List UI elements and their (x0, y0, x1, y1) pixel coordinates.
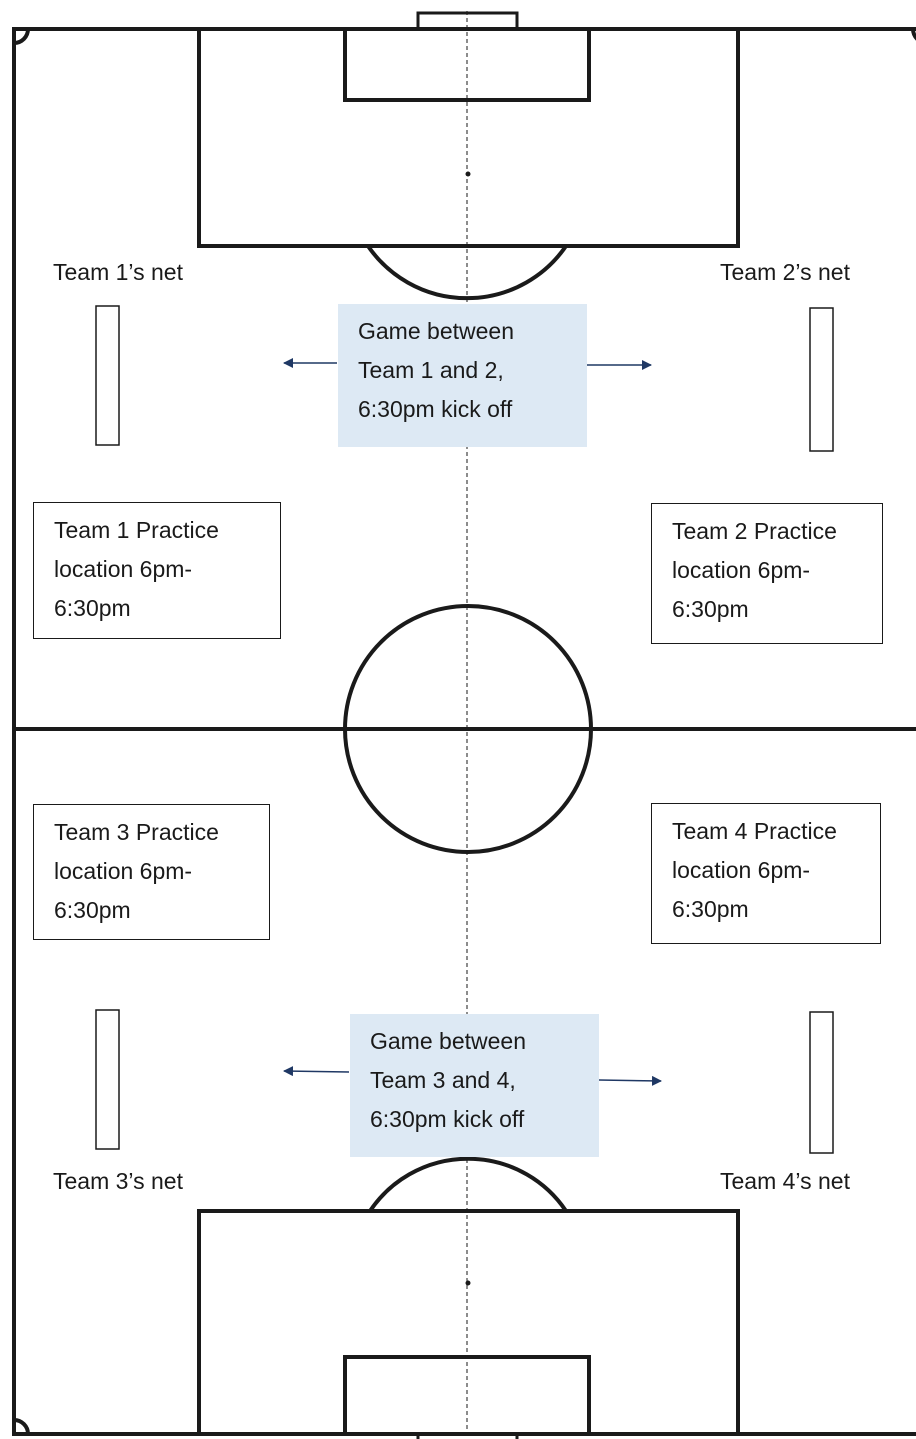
game-line: Team 3 and 4, (370, 1067, 516, 1093)
corner-arc-bottom-left (13, 1418, 30, 1435)
team1-net (95, 305, 120, 446)
team1-net-label: Team 1’s net (53, 259, 183, 285)
practice-line: 6:30pm (672, 896, 749, 922)
team3-practice-box: Team 3 Practice location 6pm- 6:30pm (33, 804, 270, 940)
practice-line: Team 1 Practice (54, 517, 219, 543)
team1-practice-box: Team 1 Practice location 6pm- 6:30pm (33, 502, 281, 639)
practice-line: location 6pm- (672, 857, 811, 883)
bottom-penalty-area (197, 1209, 740, 1436)
team2-net (809, 307, 834, 452)
bottom-game-arrow-right (598, 1075, 662, 1086)
top-game-box: Game between Team 1 and 2, 6:30pm kick o… (338, 304, 587, 447)
game-line: Game between (358, 318, 514, 344)
practice-line: location 6pm- (672, 557, 811, 583)
corner-arc-top-right (911, 28, 916, 41)
center-circle (343, 604, 593, 854)
practice-line: location 6pm- (54, 556, 193, 582)
bottom-goal-area (343, 1355, 591, 1436)
practice-line: 6:30pm (54, 897, 131, 923)
team3-net (95, 1009, 120, 1150)
practice-line: Team 4 Practice (672, 818, 837, 844)
practice-line: 6:30pm (672, 596, 749, 622)
bottom-game-arrow-left (283, 1066, 350, 1077)
game-line: Game between (370, 1028, 526, 1054)
game-line: 6:30pm kick off (358, 396, 513, 422)
top-penalty-spot (465, 171, 471, 177)
team4-net (809, 1011, 834, 1154)
team2-practice-box: Team 2 Practice location 6pm- 6:30pm (651, 503, 883, 644)
game-line: Team 1 and 2, (358, 357, 504, 383)
practice-line: Team 2 Practice (672, 518, 837, 544)
team4-practice-box: Team 4 Practice location 6pm- 6:30pm (651, 803, 881, 944)
practice-line: Team 3 Practice (54, 819, 219, 845)
game-line: 6:30pm kick off (370, 1106, 525, 1132)
bottom-penalty-spot (465, 1280, 471, 1286)
bottom-game-box: Game between Team 3 and 4, 6:30pm kick o… (350, 1014, 599, 1157)
team3-net-label: Team 3’s net (53, 1168, 183, 1194)
field-boundary (12, 27, 916, 1436)
top-penalty-area (197, 27, 740, 248)
practice-line: location 6pm- (54, 858, 193, 884)
team2-net-label: Team 2’s net (720, 259, 850, 285)
corner-arc-top-left (13, 28, 30, 45)
bottom-penalty-arc (368, 1156, 568, 1213)
team4-net-label: Team 4’s net (720, 1168, 850, 1194)
practice-line: 6:30pm (54, 595, 131, 621)
